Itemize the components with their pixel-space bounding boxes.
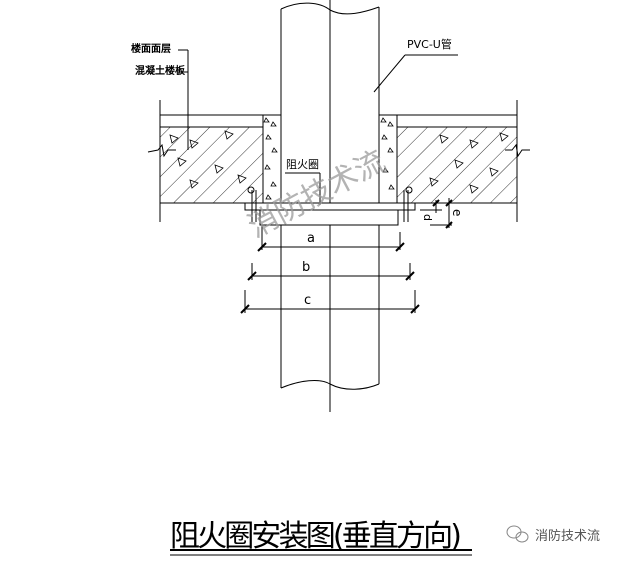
- pvc-u-pipe: [280, 0, 380, 412]
- wechat-icon: [506, 525, 529, 543]
- dim-c-label: c: [304, 293, 311, 308]
- dim-e-label: e: [450, 209, 464, 216]
- label-floor-finish: 楼面面层: [131, 42, 171, 55]
- dim-a-label: a: [307, 231, 315, 246]
- label-fire-collar: 阻火圈: [286, 158, 319, 171]
- dimension-lines: [240, 198, 453, 314]
- brand-name: 消防技术流: [535, 528, 600, 544]
- drawing-title: 阻火圈安装图(垂直方向): [170, 519, 462, 554]
- fire-collar: [244, 186, 416, 226]
- aggregate-marks: [169, 117, 509, 200]
- dim-b-label: b: [302, 260, 310, 275]
- label-pvc-u-pipe: PVC-U管: [407, 37, 452, 51]
- concrete-slab: [147, 100, 530, 222]
- label-concrete-slab: 混凝土楼板: [135, 64, 186, 77]
- dim-d-label: d: [421, 214, 434, 221]
- leaders: [178, 49, 458, 205]
